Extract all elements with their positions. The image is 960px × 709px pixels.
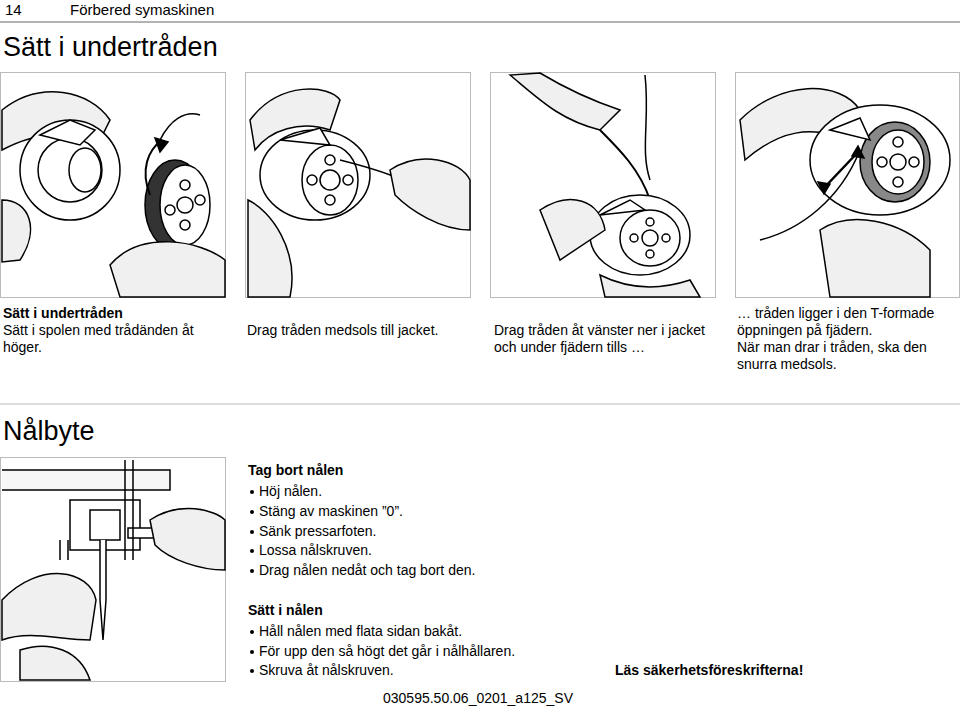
bullet-dot: [250, 669, 254, 673]
spring-opening-figure: [740, 89, 950, 297]
bullet-dot: [250, 549, 254, 553]
section-rule: [0, 404, 960, 405]
bullet-dot: [250, 569, 254, 573]
panel-frame: [736, 73, 960, 298]
panel-frame: [1, 458, 226, 682]
panel-frame: [246, 73, 471, 298]
list-item: Håll nålen med flata sidan bakåt.: [259, 623, 462, 640]
page-number: 14: [5, 1, 22, 19]
safety-note: Läs säkerhetsföreskrifterna!: [615, 662, 803, 679]
list-heading: Tag bort nålen: [248, 462, 343, 479]
list-item: Höj nålen.: [259, 483, 322, 500]
bullet-dot: [250, 650, 254, 654]
list-item: Sänk pressarfoten.: [259, 523, 377, 540]
section-heading: Nålbyte: [3, 415, 95, 448]
caption-text: Drag tråden medsols till jacket.: [247, 322, 472, 339]
header-rule: [0, 22, 960, 23]
caption-heading: Sätt i undertråden: [3, 305, 123, 322]
caption-text: … tråden ligger i den T-formade öppninge…: [737, 305, 957, 339]
list-item: Lossa nålskruven.: [259, 542, 372, 559]
list-heading: Sätt i nålen: [248, 602, 323, 619]
caption-text: Sätt i spolen med trådänden åt höger.: [3, 322, 208, 356]
chapter-header: Förbered symaskinen: [70, 1, 214, 19]
list-item: För upp den så högt det går i nålhållare…: [259, 643, 515, 660]
bobbin-insert-figure: [2, 92, 225, 297]
bullet-dot: [250, 530, 254, 534]
bullet-dot: [250, 490, 254, 494]
caption-text: När man drar i tråden, ska den snurra me…: [737, 339, 957, 373]
document-code: 030595.50.06_0201_a125_SV: [383, 690, 573, 707]
list-item: Stäng av maskinen ”0”.: [259, 503, 403, 520]
thread-clockwise-figure: [248, 89, 470, 297]
bullet-dot: [250, 630, 254, 634]
section-heading: Sätt i undertråden: [3, 31, 218, 64]
caption-text: Drag tråden åt vänster ner i jacket och …: [494, 322, 712, 356]
panel-frame: [1, 73, 226, 298]
list-item: Drag nålen nedåt och tag bort den.: [259, 562, 475, 579]
panel-frame: [491, 73, 716, 298]
thread-under-spring-figure: [510, 73, 700, 297]
list-item: Skruva åt nålskruven.: [259, 662, 394, 679]
needle-change-figure: [2, 460, 225, 680]
bullet-dot: [250, 510, 254, 514]
